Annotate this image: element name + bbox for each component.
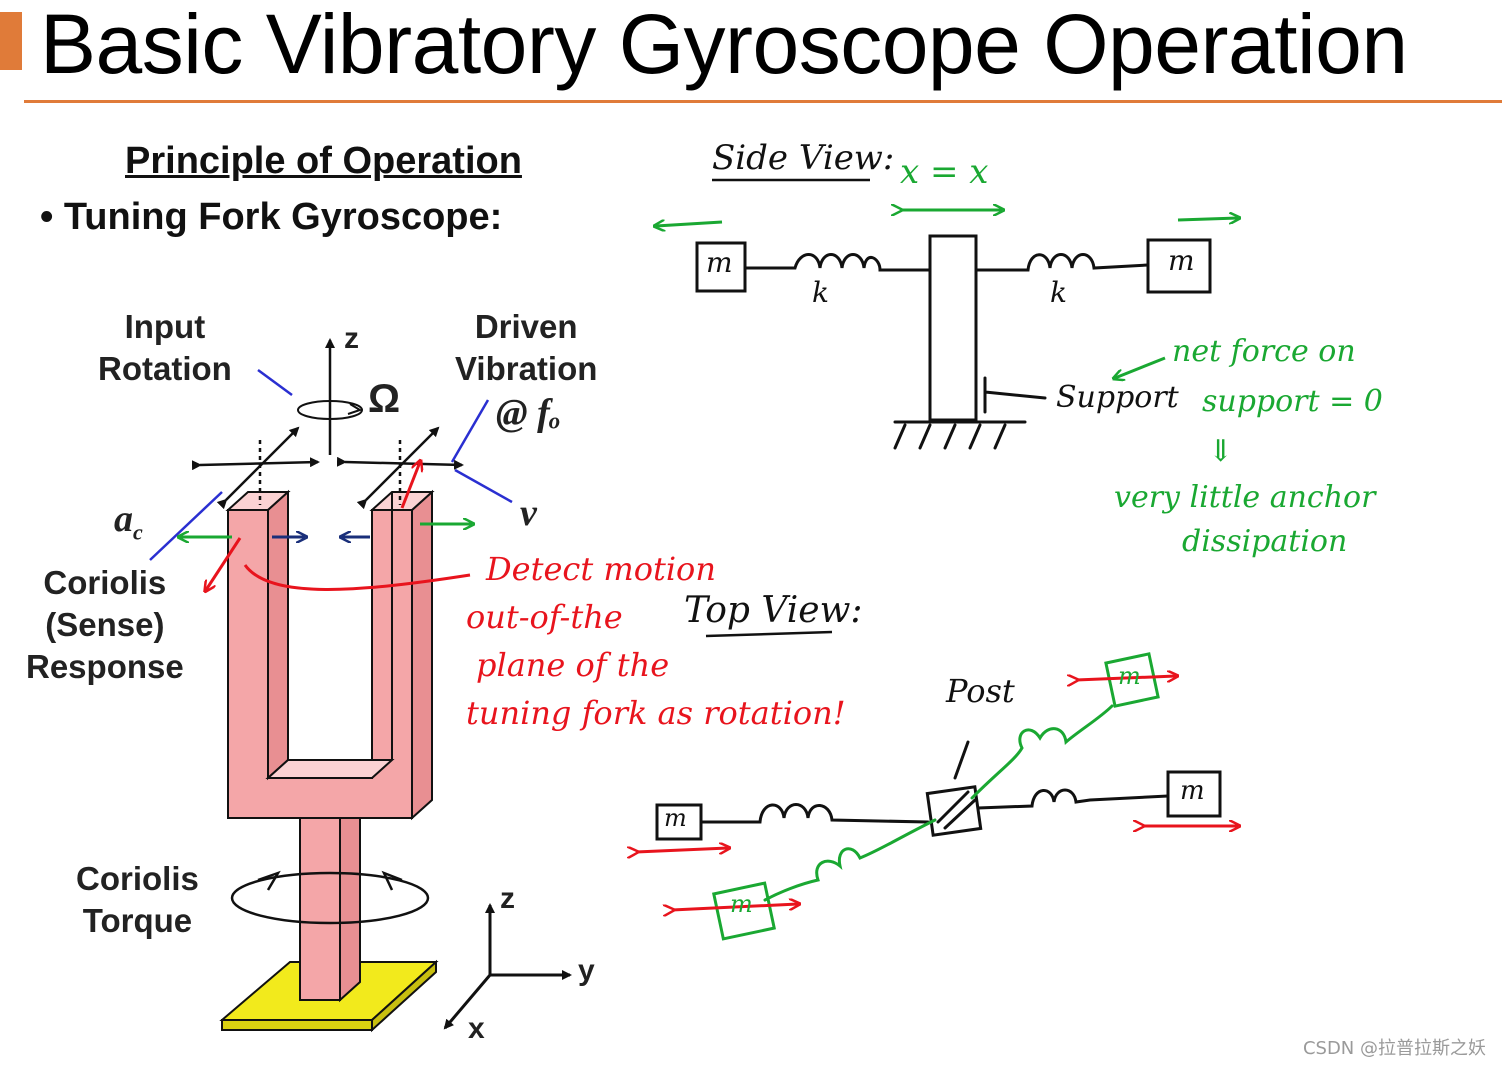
coriolis-response-line2: (Sense)	[45, 606, 165, 643]
driven-vibration-leader	[450, 399, 490, 463]
post-label: Post	[946, 672, 1015, 710]
v-leader	[454, 468, 513, 504]
section-heading: Principle of Operation	[125, 140, 522, 182]
top-mass-left-label: m	[664, 804, 687, 832]
v-label: v	[520, 492, 537, 534]
driven-vibration-line2: Vibration	[455, 350, 598, 387]
red-note: Detect motion out-of-the plane of the tu…	[466, 545, 846, 737]
red-arrow-up	[400, 462, 420, 509]
tuning-fork	[219, 489, 439, 1033]
ac-sub: c	[133, 519, 143, 545]
title-accent-bar	[0, 12, 22, 70]
axis-y-label: y	[578, 954, 595, 987]
note-line-1: net force on	[1172, 334, 1356, 369]
ac-label: ac	[114, 498, 143, 554]
drive-arrows-left	[191, 426, 320, 510]
side-view-equation: x = x	[900, 152, 989, 192]
top-mass-right-label: m	[1180, 776, 1205, 806]
note-arrow	[1115, 356, 1166, 378]
ac-leader	[149, 491, 223, 561]
note-arrow-down: ⇓	[1208, 434, 1234, 469]
top-view-label: Top View:	[684, 590, 863, 631]
red-curve-link	[243, 564, 471, 591]
slide-title: Basic Vibratory Gyroscope Operation	[40, 0, 1408, 91]
red-note-line-2: out-of-the	[466, 598, 623, 636]
top-rot-mass-upper-label: m	[1118, 662, 1141, 690]
side-green-right	[1177, 218, 1238, 220]
coriolis-response-line3: Response	[26, 648, 184, 685]
input-rotation-line1: Input	[124, 308, 206, 345]
bullet-text: Tuning Fork Gyroscope:	[63, 196, 503, 238]
drive-frequency-label: @ fₒ	[496, 392, 561, 434]
red-arrow-down	[206, 537, 242, 590]
drive-arrows-right	[336, 426, 464, 510]
coriolis-response-label: Coriolis (Sense) Response	[26, 562, 184, 688]
note-line-4: dissipation	[1182, 524, 1348, 559]
side-post	[928, 234, 978, 422]
support-label: Support	[1056, 380, 1179, 415]
torque-ring	[230, 871, 430, 925]
side-green-left	[656, 222, 723, 226]
fork-base-side	[221, 1019, 373, 1031]
ac-main: a	[114, 498, 133, 540]
top-red-lower	[672, 904, 798, 910]
top-mass-right	[1166, 770, 1222, 818]
axis-x-label: x	[468, 1012, 485, 1045]
top-red-left	[636, 848, 728, 852]
input-rotation-leader	[257, 368, 293, 397]
side-spring-left-label: k	[812, 276, 829, 309]
watermark: CSDN @拉普拉斯之妖	[1302, 1038, 1486, 1059]
title-divider	[24, 100, 1502, 103]
axis-z-label: z	[500, 882, 515, 915]
omega-label: Ω	[368, 377, 401, 421]
side-view-drawing	[695, 234, 1212, 450]
coriolis-torque-label: Coriolis Torque	[76, 858, 199, 942]
driven-vibration-line1: Driven	[474, 308, 578, 345]
bullet-tuning-fork: • Tuning Fork Gyroscope:	[40, 196, 503, 238]
side-mass-right-label: m	[1168, 244, 1195, 277]
coriolis-torque-line2: Torque	[82, 902, 193, 939]
top-red-upper	[1076, 676, 1176, 680]
top-post	[925, 785, 983, 837]
coriolis-torque-line1: Coriolis	[76, 860, 199, 897]
xyz-axes	[443, 903, 572, 1030]
red-note-line-4: tuning fork as rotation!	[466, 694, 846, 732]
driven-vibration-label: Driven Vibration	[455, 306, 597, 390]
top-view-drawing	[655, 740, 1222, 841]
side-spring-right-label: k	[1050, 276, 1067, 309]
note-line-3: very little anchor	[1114, 480, 1376, 515]
fork-stem	[299, 817, 341, 1001]
note-line-2: support = 0	[1202, 384, 1383, 419]
input-rotation-label: Input Rotation	[98, 306, 232, 390]
coriolis-response-line1: Coriolis	[43, 564, 167, 601]
input-rotation-line2: Rotation	[98, 350, 232, 387]
top-rot-mass-lower-label: m	[730, 890, 753, 918]
side-mass-left-label: m	[706, 246, 733, 279]
side-view-label: Side View:	[712, 138, 895, 178]
z-axis-label: z	[344, 322, 359, 355]
red-note-line-3: plane of the	[476, 646, 670, 684]
top-view-underline	[705, 630, 833, 638]
rotation-circle	[297, 400, 363, 420]
red-note-line-1: Detect motion	[486, 550, 716, 588]
